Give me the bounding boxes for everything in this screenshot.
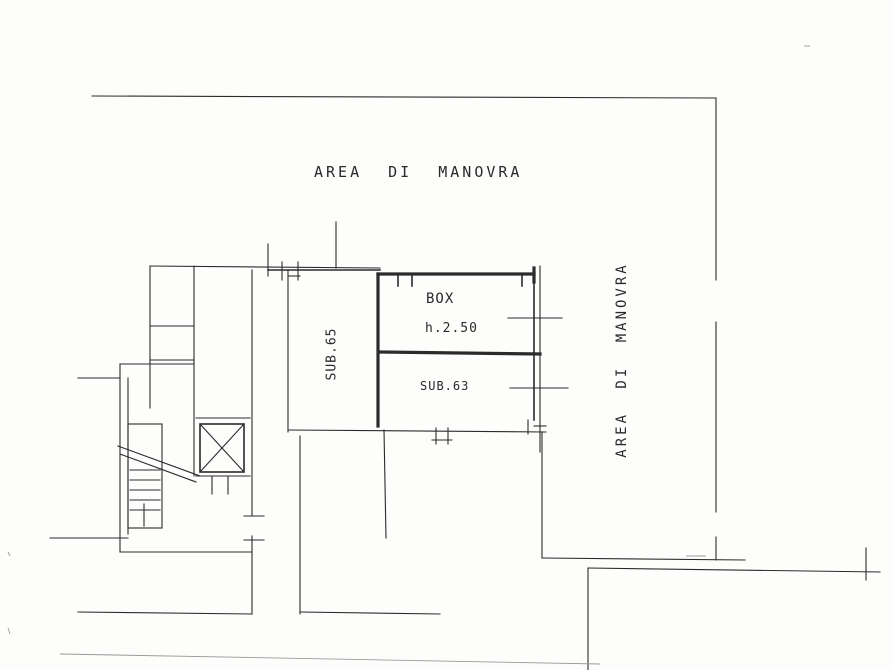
stair-elevator-block (49, 265, 265, 615)
sub-65-label: SUB.65 (324, 327, 340, 381)
maneuvering-area-boundary (59, 95, 881, 670)
sub-63-label: SUB.63 (420, 379, 470, 393)
maneuvering-area-label-right: AREA DI MANOVRA (614, 262, 630, 458)
maneuvering-area-label-top: AREA DI MANOVRA (314, 163, 523, 181)
box-label: BOX (426, 291, 455, 307)
sketch-marks (7, 45, 810, 635)
box-block-walls (149, 221, 547, 615)
box-garage (376, 265, 569, 453)
box-height-label: h.2.50 (425, 321, 478, 336)
